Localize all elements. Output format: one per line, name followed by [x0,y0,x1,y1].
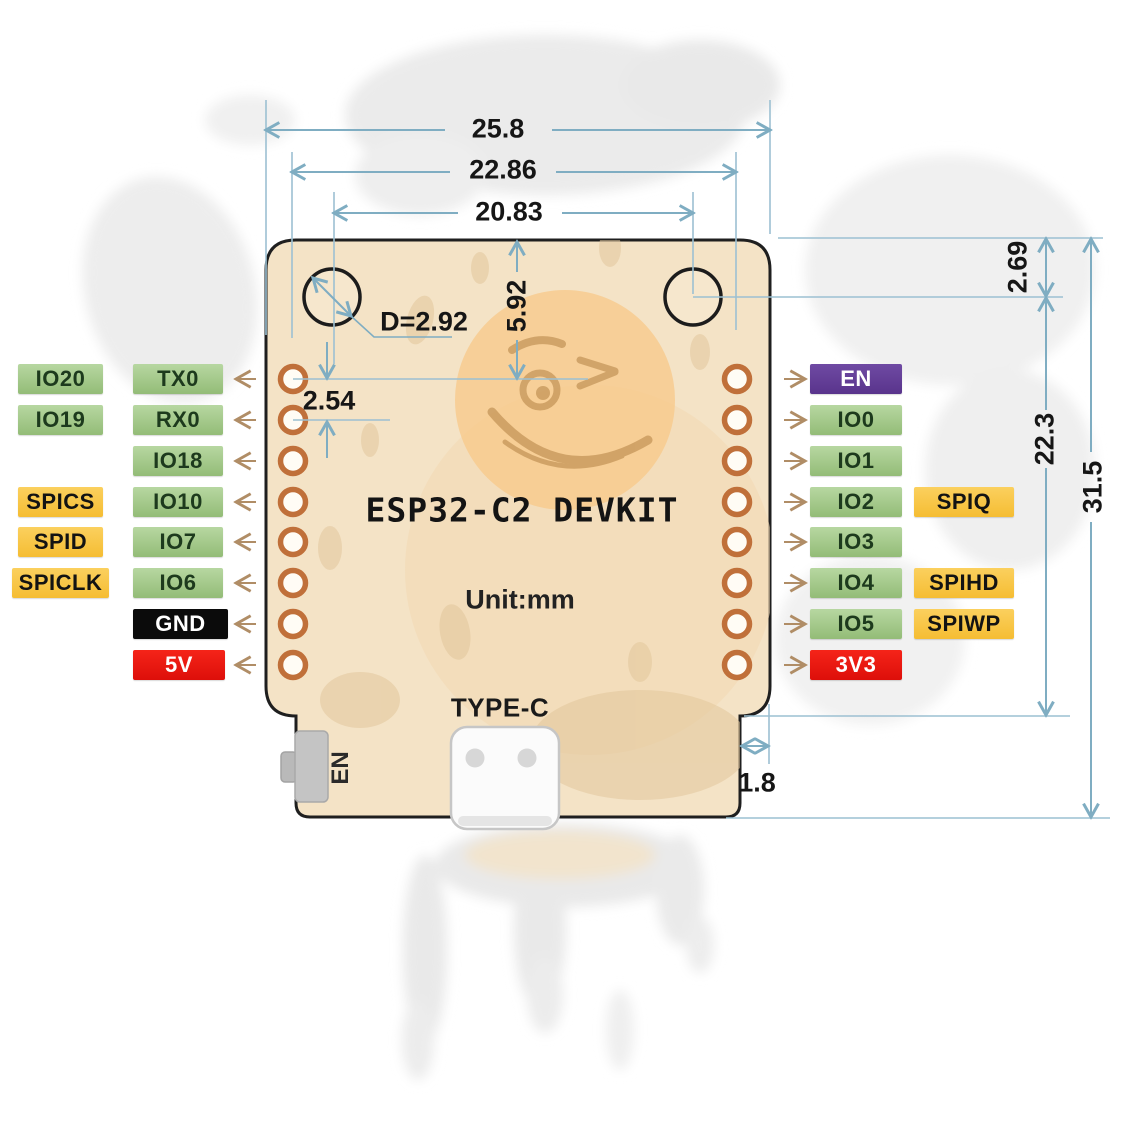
usb-type-c-connector [449,725,561,831]
pin-arrows [236,379,805,665]
dimension-lines [266,130,1091,817]
board-watermark-face [318,240,770,800]
en-button [280,730,329,803]
pin-holes-right [721,363,753,681]
pin-holes-left [277,363,309,681]
